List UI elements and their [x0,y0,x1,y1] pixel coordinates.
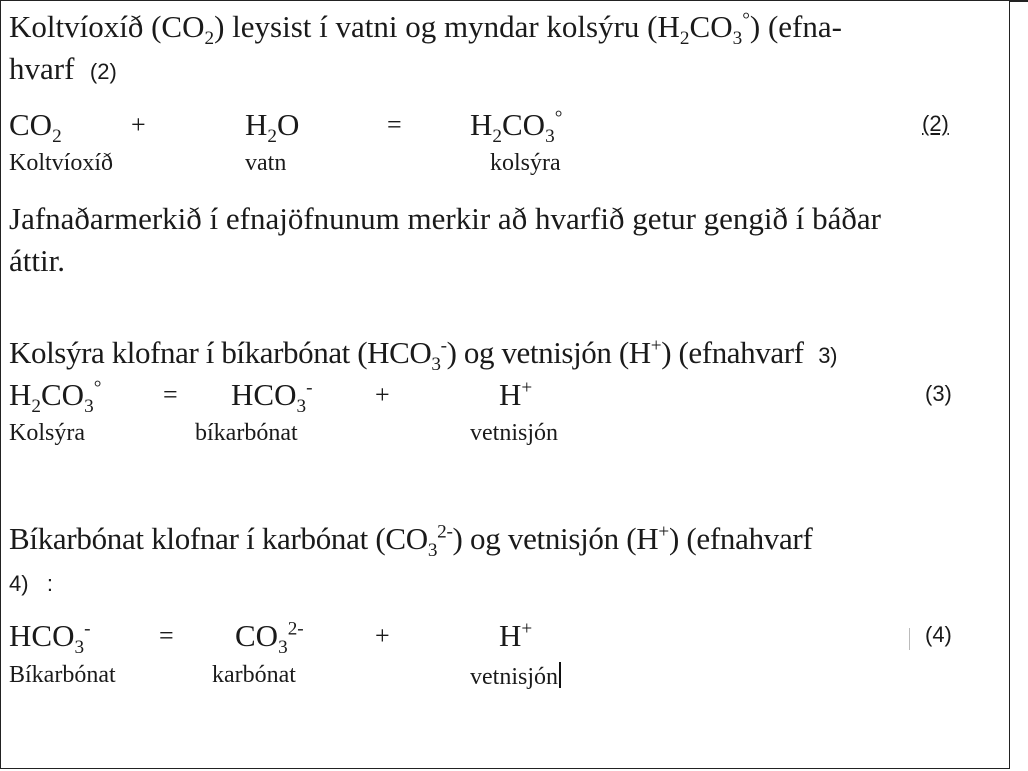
document-frame [0,0,1010,769]
equation-term: CO2 [9,107,62,148]
equation-number: (4) [925,622,952,647]
plus-sign: + [375,380,390,409]
reaction-number: (2) [89,59,117,84]
equation-term: CO32- [235,618,304,659]
compound-name: karbónat [212,662,296,688]
equals-sign: = [387,110,402,139]
section3-intro-line2: 4) : [9,571,54,596]
compound-name: Koltvíoxíð [9,150,114,176]
section1-note: Jafnaðarmerkið í efnajöfnunum merkir að … [9,201,881,236]
equation-4: HCO3- = CO32- + H+ (4) [9,618,999,658]
equation-4-names: Bíkarbónat karbónat vetnisjón [9,662,999,692]
compound-name: kolsýra [490,150,561,176]
compound-name: bíkarbónat [195,420,298,446]
equation-term: H2CO3° [470,107,563,148]
plus-sign: + [131,110,146,139]
equation-term: H2CO3° [9,377,102,418]
equals-sign: = [159,621,174,650]
equation-3: H2CO3° = HCO3- + H+ (3) [9,377,999,417]
section1-note-line2: áttir. [9,243,65,278]
section3-intro: Bíkarbónat klofnar í karbónat (CO32-) og… [9,521,813,562]
plus-sign: + [375,621,390,650]
equation-term: HCO3- [231,377,313,418]
equation-term: H+ [499,377,533,412]
compound-name: Kolsýra [9,420,85,446]
text-cursor [559,662,561,688]
section1-intro-line2: hvarf (2) [9,51,117,86]
compound-name: vatn [245,150,287,176]
compound-name-with-cursor[interactable]: vetnisjón [470,662,561,691]
compound-name: vetnisjón [470,420,558,446]
equation-number: (2) [922,111,949,136]
equation-term: H2O [245,107,300,148]
equation-term: HCO3- [9,618,91,659]
section1-intro: Koltvíoxíð (CO2) leysist í vatni og mynd… [9,9,842,50]
equals-sign: = [163,380,178,409]
equation-2: CO2 + H2O = H2CO3° (2) [9,107,999,147]
compound-name: Bíkarbónat [9,662,116,688]
margin-mark [909,628,910,650]
equation-3-names: Kolsýra bíkarbónat vetnisjón [9,420,999,450]
equation-term: H+ [499,618,533,653]
equation-2-names: Koltvíoxíð vatn kolsýra [9,150,999,180]
equation-number: (3) [925,381,952,406]
section2-intro: Kolsýra klofnar í bíkarbónat (HCO3-) og … [9,335,838,376]
